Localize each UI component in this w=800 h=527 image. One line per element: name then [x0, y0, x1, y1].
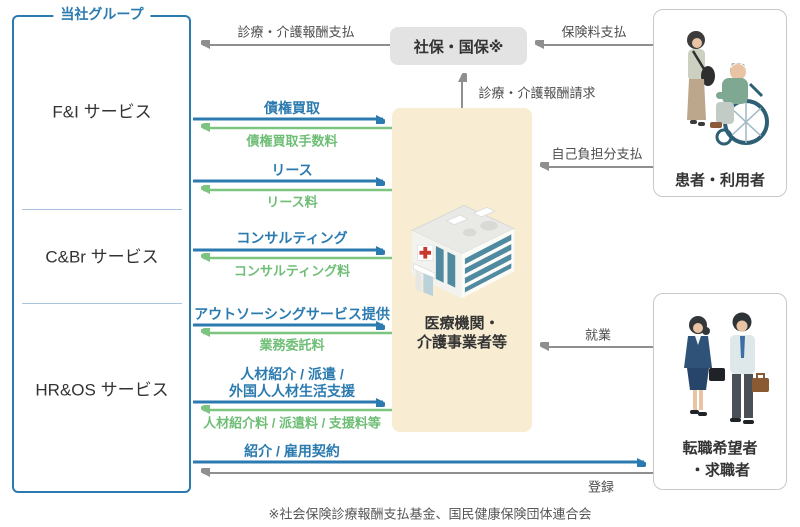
social-insurance-box: 社保・国保※: [390, 27, 527, 65]
referral-label: 紹介 / 雇用契約: [244, 443, 340, 459]
patients-label: 患者・利用者: [674, 172, 766, 189]
medical-providers-label-line2: 介護事業者等: [416, 334, 508, 351]
footnote: ※社会保険診療報酬支払基金、国民健康保険団体連合会: [268, 506, 592, 522]
jobseekers-label-line1: 転職希望者: [682, 440, 758, 457]
staffing-label-line2: 外国人人材生活支援: [229, 383, 355, 399]
premium-payment-label: 保険料支払: [561, 24, 627, 40]
company-group-box: [12, 15, 191, 493]
copayment-label: 自己負担分支払: [551, 146, 643, 162]
medical-providers-label-line1: 医療機関・: [424, 315, 500, 332]
medical-providers-box: 医療機関・ 介護事業者等: [392, 108, 532, 432]
social-insurance-label: 社保・国保※: [413, 38, 504, 56]
outsourcing-fee-label: 業務委託料: [259, 337, 325, 353]
registration-label: 登録: [587, 479, 615, 495]
jobseekers-label-line2: ・求職者: [689, 462, 751, 479]
consulting-fee-label: コンサルティング料: [233, 263, 351, 279]
receivable-fee-label: 債権買取手数料: [246, 133, 338, 149]
hospital-building-icon: [410, 204, 516, 299]
consulting-label: コンサルティング: [236, 230, 348, 246]
lease-fee-label: リース料: [266, 194, 318, 210]
staffing-fee-label: 人材紹介料 / 派遣料 / 支援料等: [203, 415, 381, 431]
patient-and-caregiver-illustration: [687, 31, 769, 146]
patients-box: 患者・利用者: [653, 9, 787, 197]
jobseekers-box: 転職希望者 ・求職者: [653, 293, 787, 490]
service-fi-label: F&I サービス: [52, 102, 152, 122]
employment-label: 就業: [584, 327, 612, 343]
staffing-label-line1: 人材紹介 / 派遣 /: [240, 366, 344, 382]
outsourcing-label: アウトソーシングサービス提供: [194, 306, 390, 322]
reimbursement-claim-label: 診療・介護報酬請求: [478, 85, 596, 101]
group-divider: [22, 209, 182, 210]
service-cbr-label: C&Br サービス: [45, 247, 159, 267]
lease-label: リース: [271, 162, 313, 178]
group-divider: [22, 303, 182, 304]
receivable-purchase-label: 債権買取: [264, 100, 320, 116]
jobseekers-illustration: [684, 312, 769, 424]
service-hros-label: HR&OS サービス: [35, 380, 169, 400]
reimbursement-payment-label: 診療・介護報酬支払: [237, 24, 355, 40]
company-group-label: 当社グループ: [53, 4, 151, 24]
